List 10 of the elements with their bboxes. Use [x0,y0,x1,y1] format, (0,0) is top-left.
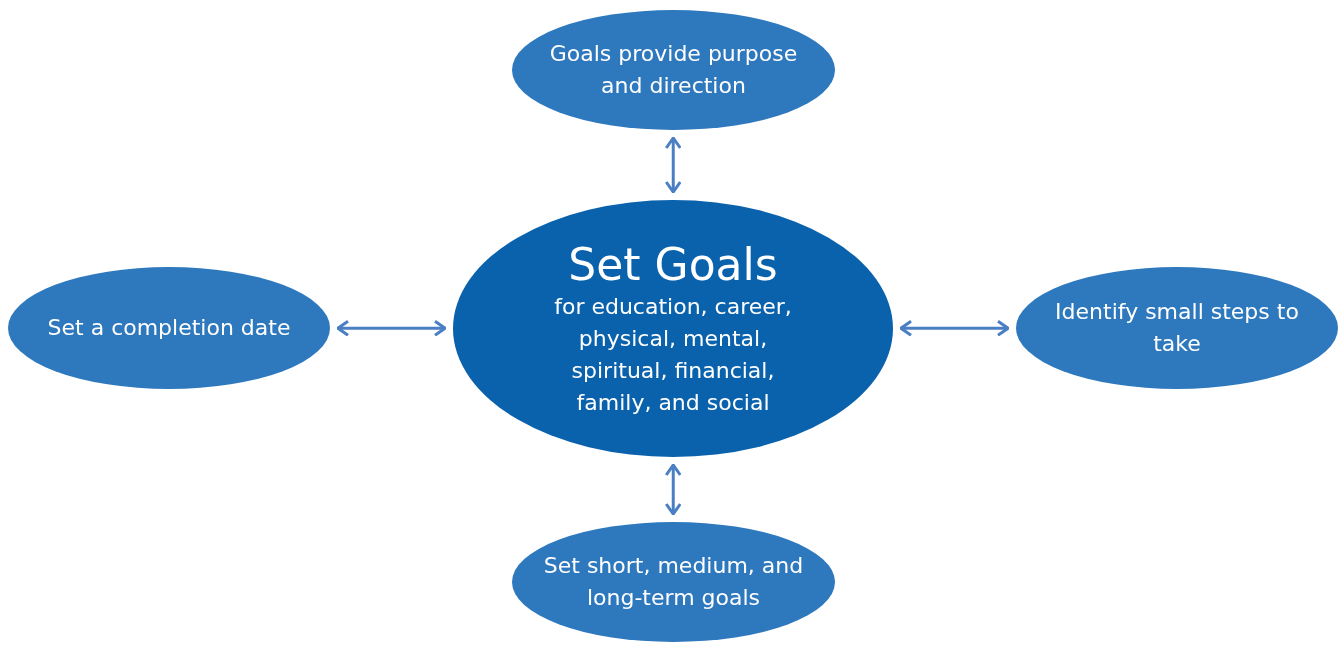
double-arrow [664,463,682,516]
node-text: Goals provide purpose and direction [548,40,799,100]
node-text: for education, career, physical, mental, spiritual, financial, family, and social [553,292,793,417]
double-arrow [899,319,1010,337]
double-arrow [336,319,447,337]
node-text: Identify small steps to take [1054,298,1300,358]
node-text: Set short, medium, and long-term goals [543,552,804,612]
node-heading: Set Goals [568,238,778,291]
node-text: Set a completion date [47,314,291,342]
double-arrow [664,136,682,194]
